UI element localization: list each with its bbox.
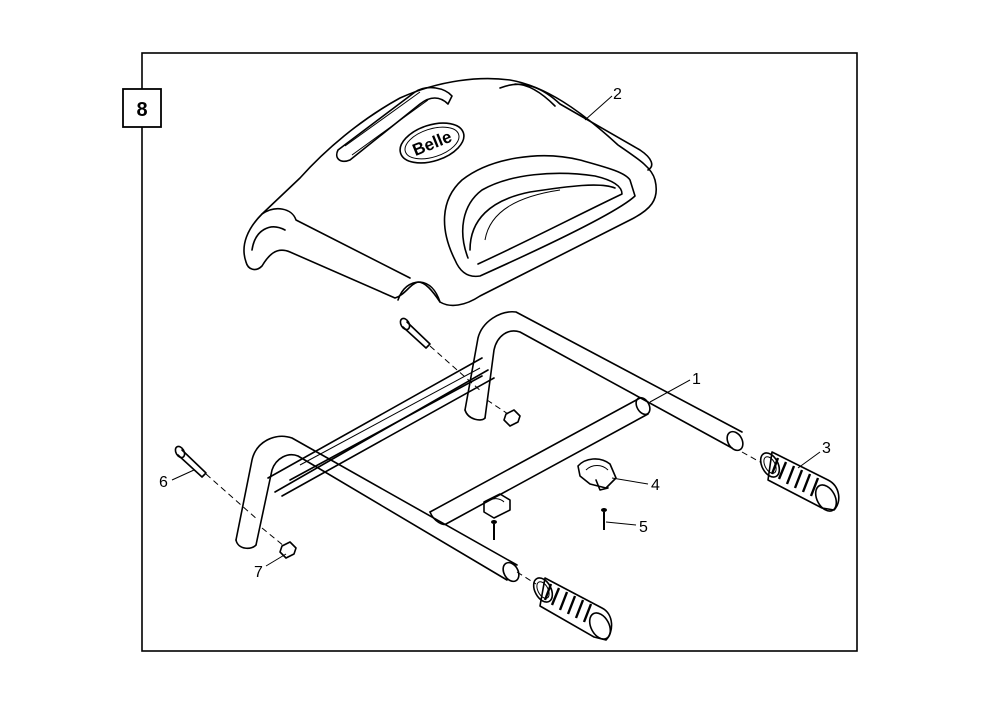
callouts: 1 2 3 4 5 6 7 xyxy=(159,86,831,581)
section-number: 8 xyxy=(136,99,147,121)
part-6-bolt-upper xyxy=(399,317,431,349)
section-badge: 8 xyxy=(122,88,162,128)
part-4-clamp-lower xyxy=(483,493,511,519)
part-7-nut xyxy=(279,541,297,559)
part-1-frame xyxy=(235,311,744,583)
assembly-lines xyxy=(205,345,761,585)
diagram-frame xyxy=(141,52,858,652)
leader-lines xyxy=(171,95,821,567)
callout-7: 7 xyxy=(254,564,263,581)
callout-3: 3 xyxy=(822,440,831,457)
part-5-screw xyxy=(601,508,607,530)
part-3-grip-left xyxy=(532,577,613,641)
callout-2: 2 xyxy=(613,86,622,103)
callout-1: 1 xyxy=(692,371,701,388)
callout-6: 6 xyxy=(159,474,168,491)
part-7-nut-upper xyxy=(503,409,521,427)
part-4-clamp xyxy=(577,458,617,491)
part-2-cover: Belle xyxy=(243,77,657,307)
belle-logo: Belle xyxy=(399,122,465,164)
part-5-screw-lower xyxy=(491,520,497,540)
part-3-grip-right xyxy=(759,451,840,512)
callout-4: 4 xyxy=(651,477,660,494)
part-6-bolt xyxy=(174,445,207,478)
callout-5: 5 xyxy=(639,519,648,536)
